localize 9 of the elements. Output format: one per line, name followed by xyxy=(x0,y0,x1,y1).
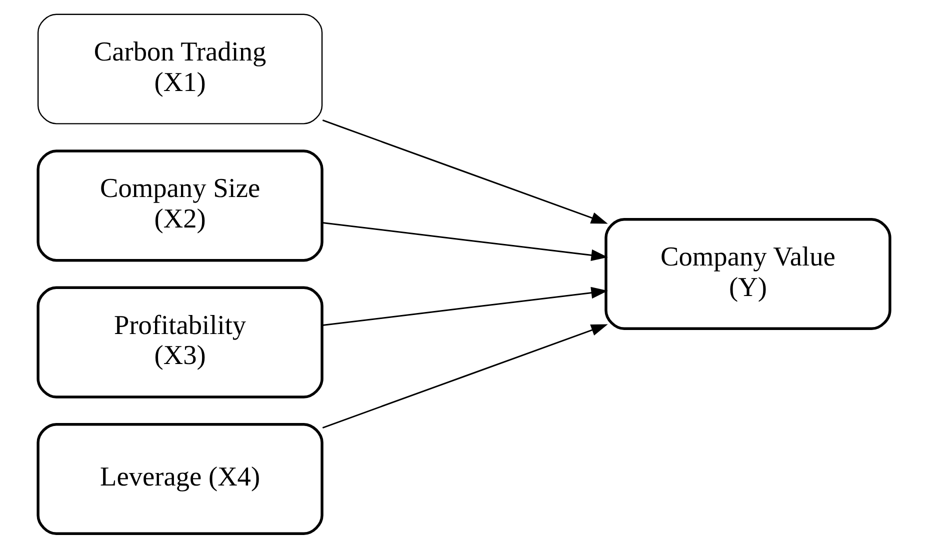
arrow xyxy=(322,324,608,428)
node-box: Profitability (X3) xyxy=(36,286,323,398)
node-box: Leverage (X4) xyxy=(36,422,323,536)
arrow xyxy=(322,286,608,326)
node-box: Company Value (Y) xyxy=(604,218,891,330)
arrow xyxy=(322,120,608,224)
arrow xyxy=(322,222,608,262)
node-box: Carbon Trading (X1) xyxy=(36,14,322,124)
node-box: Company Size (X2) xyxy=(36,150,323,262)
